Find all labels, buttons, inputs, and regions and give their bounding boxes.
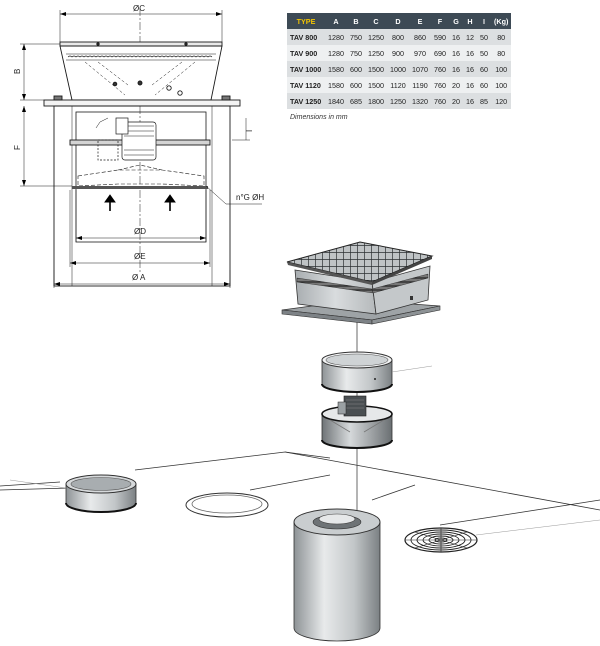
motor [95, 117, 157, 161]
value-cell: 600 [347, 77, 365, 93]
value-cell: 100 [491, 77, 512, 93]
upper-duct-ring [321, 351, 433, 393]
value-cell: 690 [431, 45, 449, 61]
value-cell: 600 [347, 61, 365, 77]
model-cell: TAV 1120 [287, 77, 325, 93]
value-cell: 1000 [387, 61, 409, 77]
value-cell: 800 [387, 29, 409, 45]
value-cell: 1250 [365, 29, 387, 45]
value-cell: 80 [491, 29, 512, 45]
value-cell: 16 [449, 61, 463, 77]
label-dim-d: ØD [134, 227, 146, 236]
impeller [77, 164, 205, 187]
value-cell: 860 [409, 29, 431, 45]
value-cell: 1840 [325, 93, 347, 109]
value-cell: 1500 [365, 61, 387, 77]
fan-module [321, 395, 393, 449]
value-cell: 750 [347, 29, 365, 45]
roof-ring-adapter [9, 474, 137, 513]
header-col: E [409, 13, 431, 29]
header-col: B [347, 13, 365, 29]
dimensions-note: Dimensions in mm [290, 114, 348, 121]
value-cell: 685 [347, 93, 365, 109]
value-cell: 50 [477, 45, 491, 61]
label-dim-e: ØE [134, 252, 146, 261]
model-cell: TAV 900 [287, 45, 325, 61]
header-col: (Kg) [491, 13, 512, 29]
silencer-cylinder [293, 508, 381, 642]
value-cell: 1320 [409, 93, 431, 109]
value-cell: 1580 [325, 61, 347, 77]
value-cell: 50 [477, 29, 491, 45]
model-cell: TAV 1000 [287, 61, 325, 77]
protection-grille [404, 519, 600, 553]
value-cell: 1500 [365, 77, 387, 93]
value-cell: 20 [449, 77, 463, 93]
header-col: D [387, 13, 409, 29]
value-cell: 1190 [409, 77, 431, 93]
front-view-drawing [20, 8, 262, 288]
value-cell: 1250 [365, 45, 387, 61]
label-dim-f: F [13, 145, 22, 150]
value-cell: 1280 [325, 45, 347, 61]
value-cell: 1120 [387, 77, 409, 93]
header-col: H [463, 13, 477, 29]
value-cell: 760 [431, 93, 449, 109]
header-type: TYPE [287, 13, 325, 29]
value-cell: 80 [491, 45, 512, 61]
model-cell: TAV 1250 [287, 93, 325, 109]
value-cell: 85 [477, 93, 491, 109]
header-col: F [431, 13, 449, 29]
value-cell: 750 [347, 45, 365, 61]
header-col: I [477, 13, 491, 29]
header-col: A [325, 13, 347, 29]
value-cell: 16 [449, 45, 463, 61]
value-cell: 590 [431, 29, 449, 45]
value-cell: 16 [463, 77, 477, 93]
value-cell: 1070 [409, 61, 431, 77]
value-cell: 60 [477, 77, 491, 93]
value-cell: 60 [477, 61, 491, 77]
value-cell: 12 [463, 29, 477, 45]
value-cell: 1280 [325, 29, 347, 45]
value-cell: 16 [449, 29, 463, 45]
airflow-arrows [104, 194, 176, 211]
value-cell: 16 [463, 45, 477, 61]
header-col: G [449, 13, 463, 29]
header-col: C [365, 13, 387, 29]
flange-ring [185, 492, 269, 518]
value-cell: 900 [387, 45, 409, 61]
value-cell: 1580 [325, 77, 347, 93]
label-holes: n°G ØH [236, 193, 264, 202]
roof-fan-hood [281, 241, 441, 325]
value-cell: 20 [449, 93, 463, 109]
label-dim-c: ØC [133, 4, 145, 13]
label-dim-a: Ø A [132, 273, 146, 282]
value-cell: 970 [409, 45, 431, 61]
model-cell: TAV 800 [287, 29, 325, 45]
value-cell: 120 [491, 93, 512, 109]
label-dim-b: B [13, 69, 22, 74]
roof-plane [0, 451, 600, 526]
value-cell: 760 [431, 61, 449, 77]
value-cell: 16 [463, 93, 477, 109]
value-cell: 1800 [365, 93, 387, 109]
value-cell: 760 [431, 77, 449, 93]
label-dim-i: I [245, 130, 254, 132]
value-cell: 16 [463, 61, 477, 77]
hood-louvers [66, 53, 216, 61]
value-cell: 1250 [387, 93, 409, 109]
value-cell: 100 [491, 61, 512, 77]
